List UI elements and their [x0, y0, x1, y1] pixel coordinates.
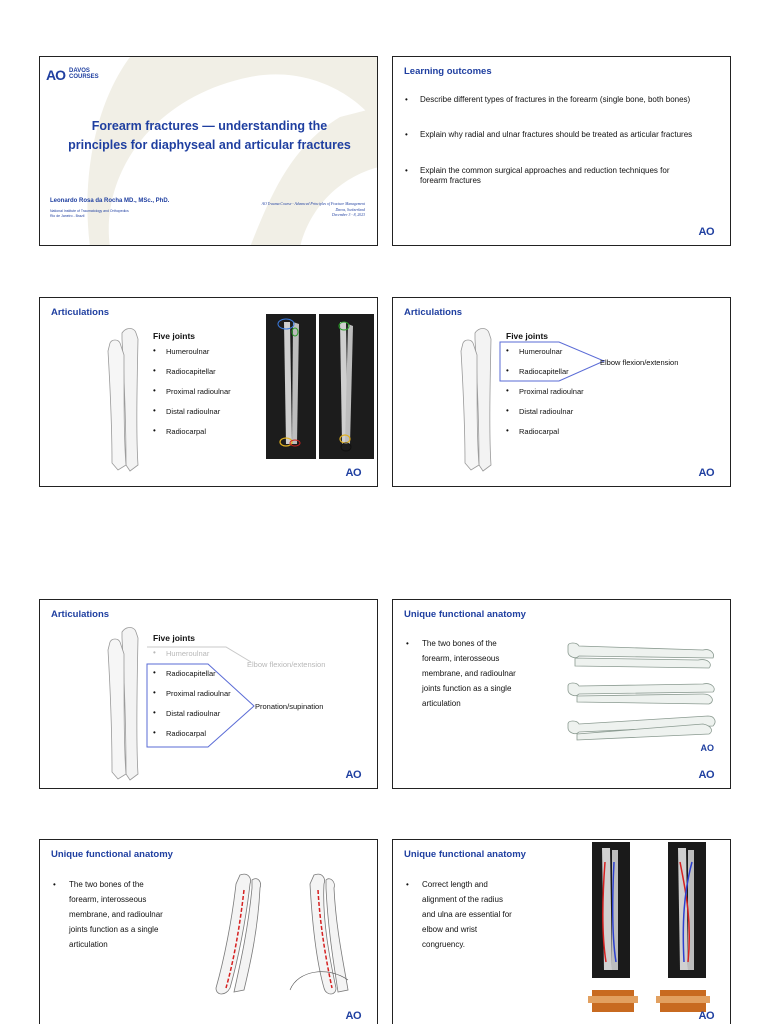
elbow-callout-box-gray — [147, 646, 252, 663]
elbow-callout-label: Elbow flexion/extension — [600, 358, 679, 367]
elbow-callout-label-gray: Elbow flexion/extension — [247, 660, 326, 669]
slide-functional-anatomy-1: Unique functional anatomy • The two bone… — [392, 599, 731, 789]
author-affiliation: National Institute of Traumatology and O… — [50, 209, 129, 218]
pronation-callout-label: Pronation/supination — [255, 702, 324, 711]
slide-title: Articulations — [51, 609, 110, 620]
slide-functional-anatomy-3: Unique functional anatomy • Correct leng… — [392, 839, 731, 1024]
outcome-item: •Explain why radial and ulnar fractures … — [405, 130, 693, 139]
joints-heading: Five joints — [153, 331, 196, 341]
forearm-xray-images — [266, 314, 374, 459]
forearm-rotation-illustration — [567, 642, 716, 741]
slide-title: Articulations — [51, 307, 110, 318]
slide-title: Unique functional anatomy — [404, 609, 526, 620]
ao-logo: AO — [698, 226, 715, 238]
bullet-text: • Correct length and alignment of the ra… — [406, 880, 512, 949]
bullet-text: • The two bones of the forearm, inteross… — [406, 639, 516, 708]
alignment-xray-images — [588, 842, 710, 1012]
pronation-callout-box — [146, 663, 255, 748]
ao-logo: AO — [698, 467, 715, 479]
slide-articulations-elbow: Articulations Five joints •Humeroulnar •… — [392, 297, 731, 487]
forearm-bone-illustration — [107, 627, 139, 781]
outcome-item: •Explain the common surgical approaches … — [405, 166, 670, 185]
logo-davos: DAVOS COURSES — [69, 68, 99, 80]
ao-logo: AO — [345, 467, 362, 479]
slide-title: AO DAVOS COURSES Forearm fractures — und… — [39, 56, 378, 246]
joints-heading: Five joints — [153, 633, 196, 643]
author-name: Leonardo Rosa da Rocha MD., MSc., PhD. — [50, 198, 170, 204]
forearm-bone-illustration — [107, 328, 139, 472]
ao-logo: AO — [698, 1010, 715, 1022]
ao-logo: AO — [345, 1010, 362, 1022]
slide-articulations-pronation: Articulations Five joints •Humeroulnar •… — [39, 599, 378, 789]
background-swirl — [87, 57, 377, 245]
outcome-item: •Describe different types of fractures i… — [405, 95, 691, 104]
joints-heading: Five joints — [506, 331, 549, 341]
ao-logo: AO — [46, 67, 66, 83]
slide-functional-anatomy-2: Unique functional anatomy • The two bone… — [39, 839, 378, 1024]
slide-title: Unique functional anatomy — [51, 849, 173, 860]
forearm-bone-illustration — [460, 328, 492, 472]
radius-bow-illustration — [215, 873, 349, 995]
deck-title: Forearm fractures — understanding the pr… — [68, 119, 351, 152]
slide-title: Articulations — [404, 307, 463, 318]
slide-title: Learning outcomes — [404, 66, 492, 77]
slide-articulations-xray: Articulations Five joints •Humeroulnar •… — [39, 297, 378, 487]
slide-title: Unique functional anatomy — [404, 849, 526, 860]
slide-learning-outcomes: Learning outcomes •Describe different ty… — [392, 56, 731, 246]
ao-logo: AO — [698, 769, 715, 781]
bullet-text: • The two bones of the forearm, inteross… — [53, 880, 163, 949]
ao-logo: AO — [345, 769, 362, 781]
elbow-callout-box — [499, 341, 606, 382]
course-info: AO Trauma Course - Advanced Principles o… — [261, 202, 365, 217]
small-ao-logo: AO — [700, 743, 715, 753]
